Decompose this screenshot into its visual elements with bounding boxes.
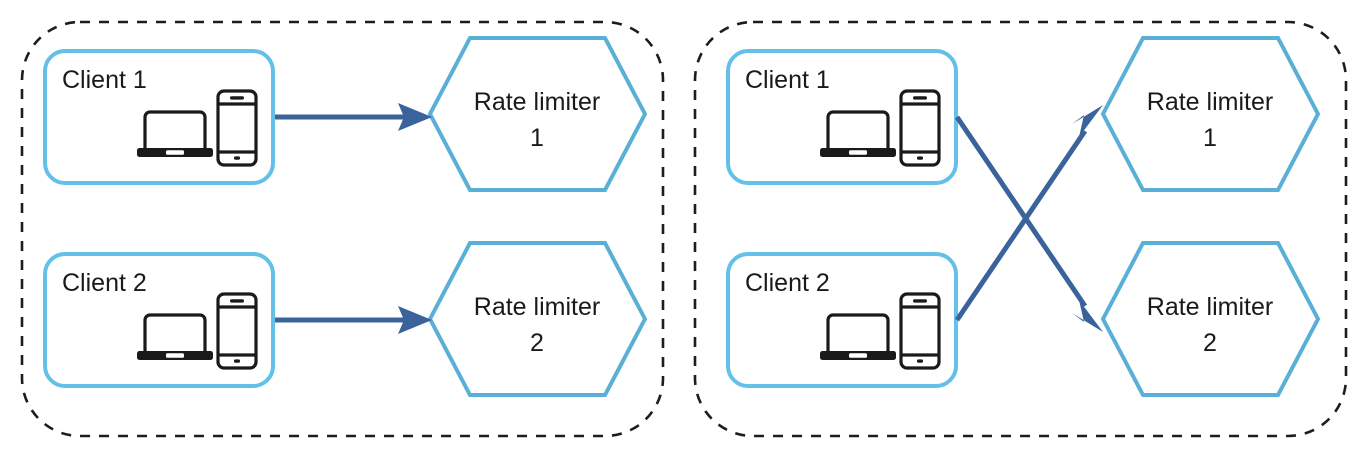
right-panel: Client 1 Client 2 Rate limiter 1 Rate l <box>693 20 1348 438</box>
right-rate-limiter-1-node[interactable]: Rate limiter 1 <box>1100 36 1321 192</box>
left-rate-limiter-1-node[interactable]: Rate limiter 1 <box>427 36 648 192</box>
left-panel: Client 1 Client 2 Rate limiter 1 Rate l <box>20 20 665 438</box>
left-panel-dashed-boundary <box>20 20 665 438</box>
left-client-2-node[interactable]: Client 2 <box>43 252 275 388</box>
client-box[interactable] <box>43 49 275 185</box>
left-arrow-client1-to-limiter1 <box>275 103 432 131</box>
right-client-1-node[interactable]: Client 1 <box>726 49 958 185</box>
rate-limiter-label-line2: 1 <box>1203 124 1217 152</box>
left-client-1-node[interactable]: Client 1 <box>43 49 275 185</box>
right-arrow-client2-to-limiter1 <box>954 105 1103 322</box>
hexagon-shape[interactable] <box>1100 241 1321 397</box>
right-arrow-client1-to-limiter2 <box>954 115 1103 332</box>
rate-limiter-label-line2: 2 <box>1203 329 1217 357</box>
rate-limiter-label-line2: 2 <box>530 329 544 357</box>
right-client-2-node[interactable]: Client 2 <box>726 252 958 388</box>
left-arrow-client2-to-limiter2 <box>275 306 432 334</box>
client-label: Client 2 <box>62 269 147 297</box>
hexagon-shape[interactable] <box>427 241 648 397</box>
arrow-line <box>954 115 1088 308</box>
client-box[interactable] <box>43 252 275 388</box>
rate-limiter-label-line1: Rate limiter <box>1147 88 1273 116</box>
hexagon-shape[interactable] <box>1100 36 1321 192</box>
arrow-head <box>1072 105 1103 137</box>
left-rate-limiter-2-node[interactable]: Rate limiter 2 <box>427 241 648 397</box>
arrow-head <box>398 103 432 131</box>
client-label: Client 1 <box>62 66 147 94</box>
client-label: Client 2 <box>745 269 830 297</box>
rate-limiter-label-line1: Rate limiter <box>474 293 600 321</box>
rate-limiter-label-line1: Rate limiter <box>474 88 600 116</box>
right-rate-limiter-2-node[interactable]: Rate limiter 2 <box>1100 241 1321 397</box>
arrow-line <box>954 129 1088 322</box>
arrow-head <box>1072 300 1103 332</box>
arrow-head <box>398 306 432 334</box>
rate-limiter-label-line1: Rate limiter <box>1147 293 1273 321</box>
rate-limiter-label-line2: 1 <box>530 124 544 152</box>
hexagon-shape[interactable] <box>427 36 648 192</box>
client-box[interactable] <box>726 252 958 388</box>
client-label: Client 1 <box>745 66 830 94</box>
right-panel-dashed-boundary <box>693 20 1348 438</box>
client-box[interactable] <box>726 49 958 185</box>
